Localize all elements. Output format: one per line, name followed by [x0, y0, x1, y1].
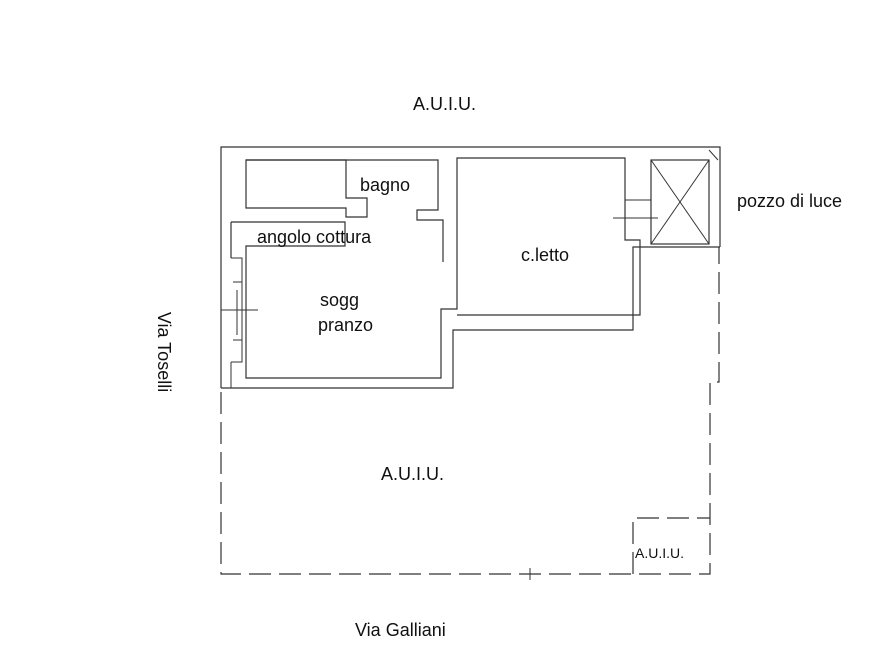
courtyard-boundary [220, 247, 720, 580]
living-room-label: sogg [320, 290, 359, 310]
top-neighbor-label: A.U.I.U. [413, 94, 476, 114]
dining-label: pranzo [318, 315, 373, 335]
light-well [650, 149, 719, 245]
outer-wall [220, 146, 721, 389]
courtyard-label: A.U.I.U. [381, 464, 444, 484]
light-well-label: pozzo di luce [737, 191, 842, 211]
kitchen-corner-label: angolo cottura [257, 227, 372, 247]
bathroom-label: bagno [360, 175, 410, 195]
street-galliani-label: Via Galliani [355, 620, 446, 640]
street-toselli-label: Via Toselli [154, 312, 174, 392]
bedroom-label: c.letto [521, 245, 569, 265]
small-unit-label: A.U.I.U. [635, 545, 684, 561]
interior-walls [221, 157, 658, 388]
